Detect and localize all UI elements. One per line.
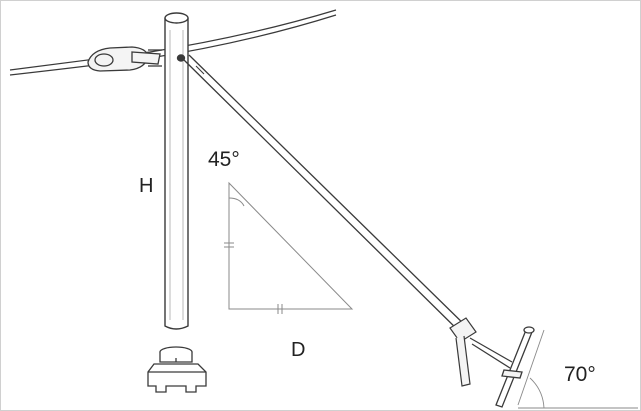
distance-label: D [291, 339, 306, 361]
wire-clamp-icon [87, 46, 162, 72]
angle-top-label: 45° [208, 148, 240, 171]
ground-anchor [495, 326, 535, 408]
pole-base-fitting [147, 346, 207, 393]
ground-angle-marker [517, 329, 638, 409]
angle-ground-label: 70° [564, 363, 596, 386]
support-strut [183, 54, 513, 387]
right-triangle [224, 181, 354, 314]
utility-pole [164, 12, 189, 330]
height-label: H [139, 175, 154, 197]
